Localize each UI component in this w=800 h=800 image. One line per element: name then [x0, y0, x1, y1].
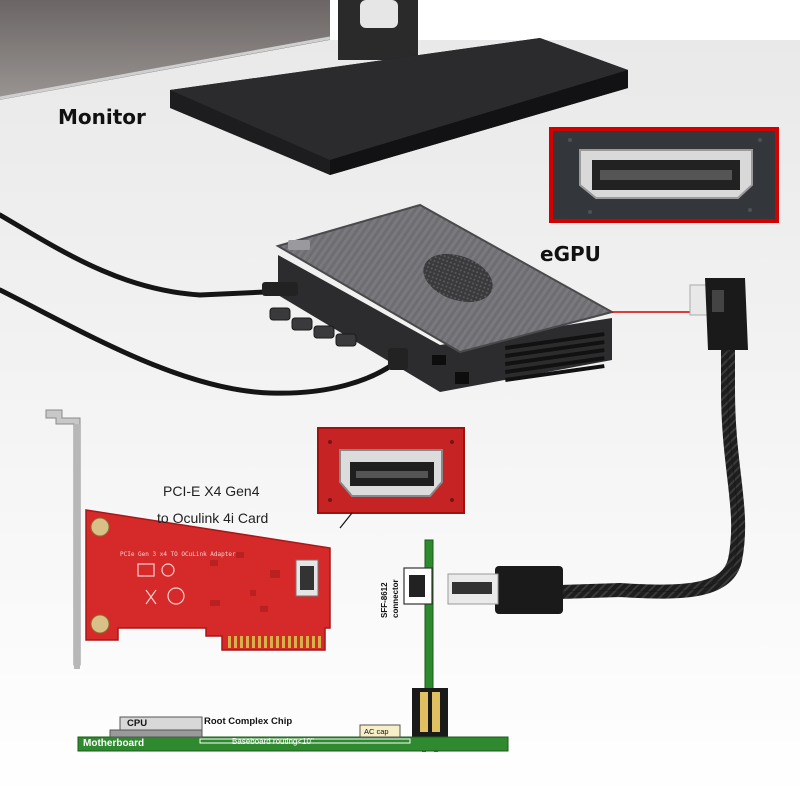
egpu-label: eGPU — [540, 242, 601, 266]
egpu-dock — [262, 203, 615, 392]
oculink-port-closeup — [549, 127, 779, 223]
oculink-cable — [447, 278, 748, 614]
monitor-stand — [170, 0, 628, 175]
connector-label-line2: connector — [391, 579, 400, 618]
card-title-line2: to Oculink 4i Card — [157, 510, 269, 526]
power-cables — [0, 212, 395, 396]
monitor-label: Monitor — [58, 105, 146, 129]
pcie-adapter-card: PCIe Gen 3 x4 TO OCuLink Adapter — [45, 409, 331, 669]
root-complex-label: Root Complex Chip — [204, 716, 293, 727]
cpu-label: CPU — [127, 718, 148, 729]
motherboard-schematic — [77, 539, 509, 752]
power-plug — [262, 282, 298, 296]
card-title-line1: PCI-E X4 Gen4 — [163, 483, 260, 499]
routing-label: Baseboard routing<10" — [232, 737, 314, 746]
motherboard-label: Motherboard — [83, 738, 145, 749]
connector-label-line1: SFF-8612 — [380, 582, 389, 618]
ac-cap-label: AC cap — [364, 727, 389, 736]
svg-text:PCIe Gen 3 x4 TO OCuLink Adapt: PCIe Gen 3 x4 TO OCuLink Adapter — [120, 551, 236, 558]
card-port-closeup — [317, 427, 465, 529]
